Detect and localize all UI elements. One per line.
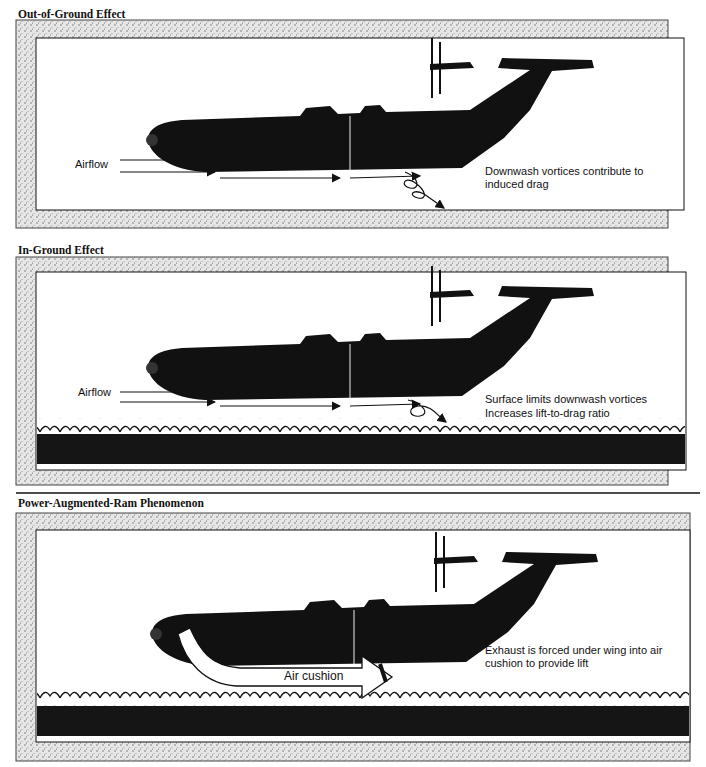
flow-label: Airflow xyxy=(75,158,108,171)
diagram-panel: Out-of-Ground EffectAirflowDownwash vort… xyxy=(36,38,684,210)
diagram-panel: In-Ground EffectAirflowSurface limits do… xyxy=(36,272,686,470)
aircraft xyxy=(146,38,594,172)
note-text: Increases lift-to-drag ratio xyxy=(485,407,680,420)
note-text: Exhaust is forced under wing into air cu… xyxy=(485,644,684,670)
panel-frame xyxy=(16,513,690,761)
aircraft xyxy=(146,266,594,400)
panel-heading: In-Ground Effect xyxy=(18,244,104,257)
airflow-arrows xyxy=(120,392,446,422)
cushion-label: Air cushion xyxy=(282,670,345,683)
flap xyxy=(380,664,386,682)
panel-heading: Power-Augmented-Ram Phenomenon xyxy=(18,497,204,510)
water xyxy=(37,434,685,464)
note-text: Surface limits downwash vortices xyxy=(485,393,680,406)
flow-label: Airflow xyxy=(78,386,111,399)
panel-heading: Out-of-Ground Effect xyxy=(18,8,125,21)
panel-frame xyxy=(16,257,686,485)
water-surface xyxy=(37,418,685,434)
diagram-panel: Power-Augmented-Ram PhenomenonAir cushio… xyxy=(36,530,690,742)
divider xyxy=(16,492,700,494)
note-text: Downwash vortices contribute to induced … xyxy=(485,165,678,191)
panel-frame xyxy=(16,20,684,228)
air-cushion-arrow xyxy=(178,628,392,698)
airflow-arrows xyxy=(120,160,444,208)
water xyxy=(37,706,689,736)
